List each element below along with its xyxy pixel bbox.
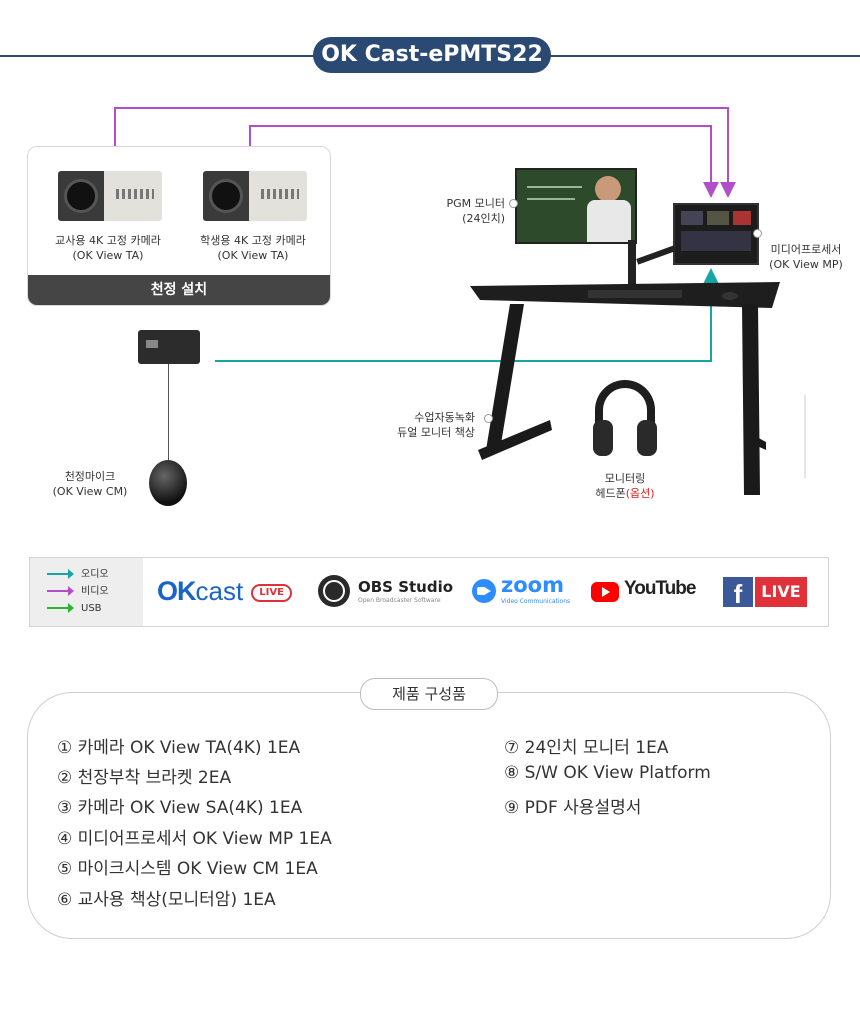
obs-logo-text: OBS Studio xyxy=(358,578,454,596)
product-item: ⑤ 마이크시스템 OK View CM 1EA xyxy=(57,859,318,879)
video-line-student xyxy=(249,125,719,198)
product-item: ③ 카메라 OK View SA(4K) 1EA xyxy=(57,798,303,818)
mic-bracket-image xyxy=(138,330,200,364)
product-item: ① 카메라 OK View TA(4K) 1EA xyxy=(57,738,301,758)
mic-cable xyxy=(168,364,169,464)
headphone-image xyxy=(595,380,655,426)
obs-icon xyxy=(318,575,350,607)
teacher-camera-image xyxy=(58,171,162,221)
product-item: ④ 미디어프로세서 OK View MP 1EA xyxy=(57,829,332,849)
youtube-logo-text: YouTube xyxy=(624,578,696,599)
product-item: ⑥ 교사용 책상(모니터암) 1EA xyxy=(57,890,276,910)
youtube-play-icon xyxy=(591,582,619,602)
zoom-logo-subtext: Video Communications xyxy=(501,598,571,605)
signal-legend: 오디오 비디오 USB xyxy=(30,558,143,626)
audio-arrow-icon xyxy=(47,569,74,579)
product-item: ⑧ S/W OK View Platform xyxy=(504,763,711,783)
legend-video: 비디오 xyxy=(47,585,109,599)
teacher-camera-label: 교사용 4K 고정 카메라(OK View TA) xyxy=(55,234,161,262)
desk-marker xyxy=(484,414,493,423)
video-line-teacher xyxy=(114,107,736,198)
usb-arrow-icon xyxy=(47,603,74,613)
student-camera-image xyxy=(203,171,307,221)
ceiling-install-label: 천정 설치 xyxy=(28,275,330,305)
obs-logo-subtext: Open Broadcaster Software xyxy=(358,597,441,604)
zoom-logo-text: zoom xyxy=(501,573,564,597)
facebook-live-badge: LIVE xyxy=(755,577,807,607)
media-processor-marker xyxy=(753,229,762,238)
page-title: OK Cast-ePMTS22 xyxy=(313,37,551,73)
student-camera-label: 학생용 4K 고정 카메라(OK View TA) xyxy=(200,234,306,262)
product-item: ② 천장부착 브라켓 2EA xyxy=(57,768,232,788)
ceiling-mic-label: 천정마이크(OK View CM) xyxy=(52,470,128,498)
headphone-label: 모니터링 헤드폰(옵션) xyxy=(595,472,655,500)
video-arrow-icon xyxy=(47,586,74,596)
legend-audio: 오디오 xyxy=(47,568,109,582)
facebook-icon: f xyxy=(723,577,753,609)
legend-usb: USB xyxy=(47,602,102,616)
zoom-icon xyxy=(472,579,496,603)
product-item: ⑨ PDF 사용설명서 xyxy=(504,798,642,818)
pgm-monitor-label: PGM 모니터(24인치) xyxy=(446,197,505,225)
ceiling-camera-panel: 교사용 4K 고정 카메라(OK View TA) 학생용 4K 고정 카메라(… xyxy=(27,146,331,306)
pgm-monitor-marker xyxy=(509,199,518,208)
product-components-title: 제품 구성품 xyxy=(360,678,498,710)
monitor-arm-image xyxy=(628,240,636,290)
media-processor-label: 미디어프로세서(OK View MP) xyxy=(769,243,843,271)
product-item: ⑦ 24인치 모니터 1EA xyxy=(504,738,669,758)
dual-monitor-desk-image xyxy=(470,282,780,495)
media-processor-monitor-image xyxy=(673,203,759,265)
legend-logo-bar: 오디오 비디오 USB OKCAST LIVE OBS Studio Open … xyxy=(29,557,829,627)
okcast-logo: OKCAST LIVE xyxy=(157,576,292,606)
ceiling-mic-image xyxy=(149,460,187,506)
pgm-monitor-image xyxy=(515,168,637,244)
